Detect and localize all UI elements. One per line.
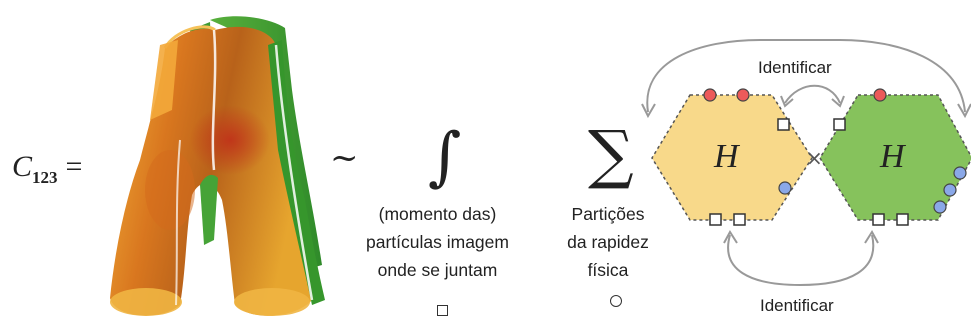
sum-note-line-1: Partições	[571, 204, 645, 224]
lhs-formula: C123 =	[12, 150, 82, 188]
times-symbol: ×	[806, 146, 823, 170]
left-hexagon-label: H	[714, 138, 739, 175]
sum-note-line-3: física	[587, 260, 629, 280]
sum-note-line-2: da rapidez	[567, 232, 649, 252]
integral-note-line-3: onde se juntam	[377, 260, 498, 280]
right-hexagon	[819, 94, 971, 221]
left-hexagon	[651, 94, 813, 221]
pants-surface	[110, 16, 325, 316]
integral-note: (momento das) partículas imagem onde se …	[340, 200, 535, 284]
sum-symbol: ∑	[588, 118, 634, 192]
lhs-subscript: 123	[32, 168, 58, 187]
sum-note: Partições da rapidez física	[548, 200, 668, 284]
identify-top-label: Identificar	[758, 58, 832, 77]
circle-marker-icon	[610, 295, 622, 307]
equals-sign: =	[65, 150, 83, 183]
identify-bottom-label: Identificar	[760, 296, 834, 315]
integral-symbol: ∫	[428, 120, 462, 194]
lhs-symbol: C	[12, 150, 33, 183]
tilde-symbol: ~	[330, 138, 359, 178]
right-hexagon-label: H	[880, 138, 905, 175]
hexagon-diagram	[641, 39, 971, 287]
square-marker-icon	[437, 305, 448, 316]
integral-note-line-2: partículas imagem	[366, 232, 509, 252]
integral-note-line-1: (momento das)	[378, 204, 497, 224]
